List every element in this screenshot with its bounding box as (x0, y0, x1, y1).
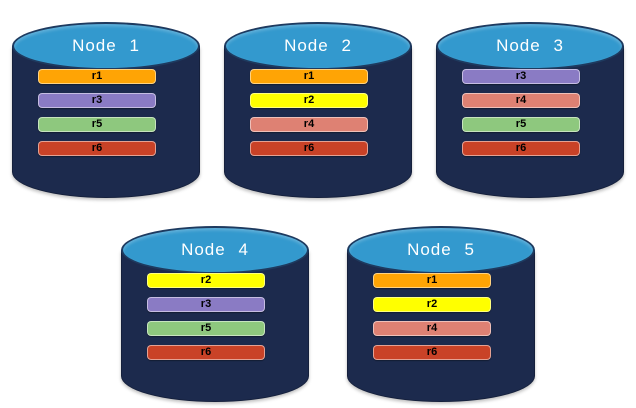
replica-label: r3 (515, 70, 527, 82)
replica-bar-r6: r6 (250, 141, 368, 156)
replica-bar-r5: r5 (38, 117, 156, 132)
replica-bar-r1: r1 (250, 69, 368, 84)
replica-bar-r6: r6 (462, 141, 580, 156)
node-3-cylinder: Node 3 r3 r4 r5 r6 (436, 10, 624, 198)
node-1-replica-list: r1 r3 r5 r6 (38, 69, 156, 156)
replica-label: r2 (303, 94, 315, 106)
node-2-cylinder: Node 2 r1 r2 r4 r6 (224, 10, 412, 198)
replica-label: r1 (426, 274, 438, 286)
replica-bar-r6: r6 (147, 345, 265, 360)
node-1-label: Node 1 (72, 36, 140, 55)
replica-label: r5 (91, 118, 103, 130)
replica-bar-r3: r3 (147, 297, 265, 312)
replica-label: r2 (200, 274, 212, 286)
replica-bar-r3: r3 (38, 93, 156, 108)
replica-bar-r3: r3 (462, 69, 580, 84)
node-5-label: Node 5 (407, 240, 475, 259)
node-5-cylinder: Node 5 r1 r2 r4 r6 (347, 214, 535, 402)
replica-label: r5 (515, 118, 527, 130)
replica-label: r3 (91, 94, 103, 106)
replica-label: r1 (91, 70, 103, 82)
replica-bar-r6: r6 (38, 141, 156, 156)
replica-label: r4 (426, 322, 438, 334)
replica-label: r3 (200, 298, 212, 310)
node-1-cylinder-top: Node 1 (12, 22, 200, 70)
replica-bar-r6: r6 (373, 345, 491, 360)
node-3-cylinder-top: Node 3 (436, 22, 624, 70)
node-5-replica-list: r1 r2 r4 r6 (373, 273, 491, 360)
replica-label: r6 (515, 142, 527, 154)
node-2-replica-list: r1 r2 r4 r6 (250, 69, 368, 156)
replica-label: r4 (303, 118, 315, 130)
node-2-label: Node 2 (284, 36, 352, 55)
node-4-cylinder: Node 4 r2 r3 r5 r6 (121, 214, 309, 402)
replica-label: r5 (200, 322, 212, 334)
node-4-cylinder-top: Node 4 (121, 226, 309, 274)
node-3-label: Node 3 (496, 36, 564, 55)
replica-label: r6 (200, 346, 212, 358)
node-2-cylinder-top: Node 2 (224, 22, 412, 70)
replica-label: r2 (426, 298, 438, 310)
replica-label: r1 (303, 70, 315, 82)
replica-bar-r2: r2 (147, 273, 265, 288)
node-4-replica-list: r2 r3 r5 r6 (147, 273, 265, 360)
replica-bar-r2: r2 (373, 297, 491, 312)
node-5-cylinder-top: Node 5 (347, 226, 535, 274)
replica-bar-r5: r5 (462, 117, 580, 132)
replica-label: r4 (515, 94, 527, 106)
node-4-label: Node 4 (181, 240, 249, 259)
replica-bar-r1: r1 (373, 273, 491, 288)
replica-bar-r4: r4 (250, 117, 368, 132)
node-3-replica-list: r3 r4 r5 r6 (462, 69, 580, 156)
node-1-cylinder: Node 1 r1 r3 r5 r6 (12, 10, 200, 198)
replica-label: r6 (91, 142, 103, 154)
replica-bar-r4: r4 (373, 321, 491, 336)
replica-bar-r1: r1 (38, 69, 156, 84)
replica-label: r6 (303, 142, 315, 154)
replica-bar-r5: r5 (147, 321, 265, 336)
replica-bar-r2: r2 (250, 93, 368, 108)
replica-bar-r4: r4 (462, 93, 580, 108)
replica-label: r6 (426, 346, 438, 358)
